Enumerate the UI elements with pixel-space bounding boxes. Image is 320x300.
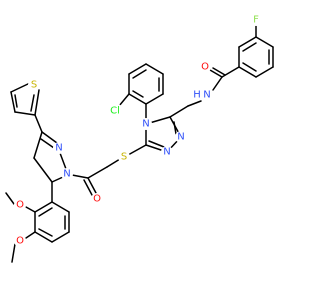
bond xyxy=(34,201,53,213)
bond xyxy=(38,228,53,237)
atom-n-triazole-4: N xyxy=(140,118,152,130)
bond xyxy=(106,158,121,168)
bond xyxy=(238,36,257,48)
bond xyxy=(83,179,93,196)
atom-label-f: F xyxy=(253,15,259,26)
atom-label-o: O xyxy=(16,200,24,211)
bond xyxy=(212,67,226,76)
atom-s-thioether: S xyxy=(118,151,130,163)
bond xyxy=(128,63,147,75)
bond xyxy=(14,94,18,108)
bond xyxy=(238,66,257,78)
bond xyxy=(128,93,147,105)
bond xyxy=(187,100,202,107)
bond xyxy=(255,36,274,48)
atom-label-n: N xyxy=(203,90,210,101)
atom-n-pyrazoline-2: N xyxy=(53,142,65,154)
bond xyxy=(25,231,36,239)
bond xyxy=(255,66,274,78)
bond xyxy=(10,82,31,93)
atom-labels: O N H F Cl N N N S xyxy=(14,14,262,247)
bond xyxy=(30,94,35,112)
bond xyxy=(14,111,36,116)
bond xyxy=(59,152,67,170)
atom-label-o: O xyxy=(201,62,209,73)
atom-label-n: N xyxy=(142,119,149,130)
bond xyxy=(34,89,40,116)
bond xyxy=(209,69,223,78)
atom-label-h: H xyxy=(193,90,201,101)
atom-n-triazole-1: N xyxy=(175,131,187,143)
bond xyxy=(145,93,164,105)
bond xyxy=(212,76,223,91)
atom-s-thiophene: S xyxy=(28,79,40,91)
molecule-structure: O N H F Cl N N N S xyxy=(5,14,274,263)
atom-cl: Cl xyxy=(107,103,123,119)
atom-label-n: N xyxy=(63,169,70,180)
atom-o-carbonyl-amide: O xyxy=(199,61,211,73)
atom-label-n: N xyxy=(163,147,170,158)
bond xyxy=(51,231,70,243)
atom-label-n: N xyxy=(55,143,62,154)
bond xyxy=(11,243,16,263)
atom-label-cl: Cl xyxy=(110,106,120,117)
bond xyxy=(169,105,189,118)
atom-label-s: S xyxy=(121,152,127,163)
atom-label-o: O xyxy=(16,236,24,247)
bond xyxy=(145,63,164,75)
atom-label-s: S xyxy=(31,80,37,91)
atom-n-pyrazoline-1: N xyxy=(61,168,73,180)
bond xyxy=(242,62,257,72)
bond xyxy=(173,121,177,135)
bond xyxy=(51,201,70,213)
atom-o-methoxy-1: O xyxy=(14,199,26,211)
bond xyxy=(5,192,15,205)
bond xyxy=(127,144,147,156)
bond xyxy=(34,114,43,133)
bond xyxy=(38,207,53,217)
atom-label-n: N xyxy=(177,132,184,143)
bond xyxy=(148,140,165,148)
bond xyxy=(25,206,36,213)
bonds xyxy=(5,24,274,263)
bond xyxy=(41,131,58,144)
atom-o-methoxy-2: O xyxy=(14,235,26,247)
bond xyxy=(87,166,108,179)
bond xyxy=(33,131,43,159)
molecule-canvas: O N H F Cl N N N S xyxy=(5,14,274,263)
bond xyxy=(33,157,53,183)
atom-nh-amide: N H xyxy=(193,88,214,102)
bond xyxy=(118,93,130,107)
atom-o-carbonyl-acyl: O xyxy=(91,193,103,205)
bond xyxy=(132,69,147,79)
bond xyxy=(34,231,53,243)
bond xyxy=(132,90,144,98)
bond xyxy=(40,138,55,149)
atom-label-o: O xyxy=(93,194,101,205)
atom-f: F xyxy=(250,14,262,26)
bond xyxy=(51,176,64,183)
bond xyxy=(10,91,16,113)
bond xyxy=(71,174,89,179)
bond xyxy=(87,177,97,194)
bond xyxy=(242,42,257,52)
atom-n-triazole-2: N xyxy=(161,146,173,158)
